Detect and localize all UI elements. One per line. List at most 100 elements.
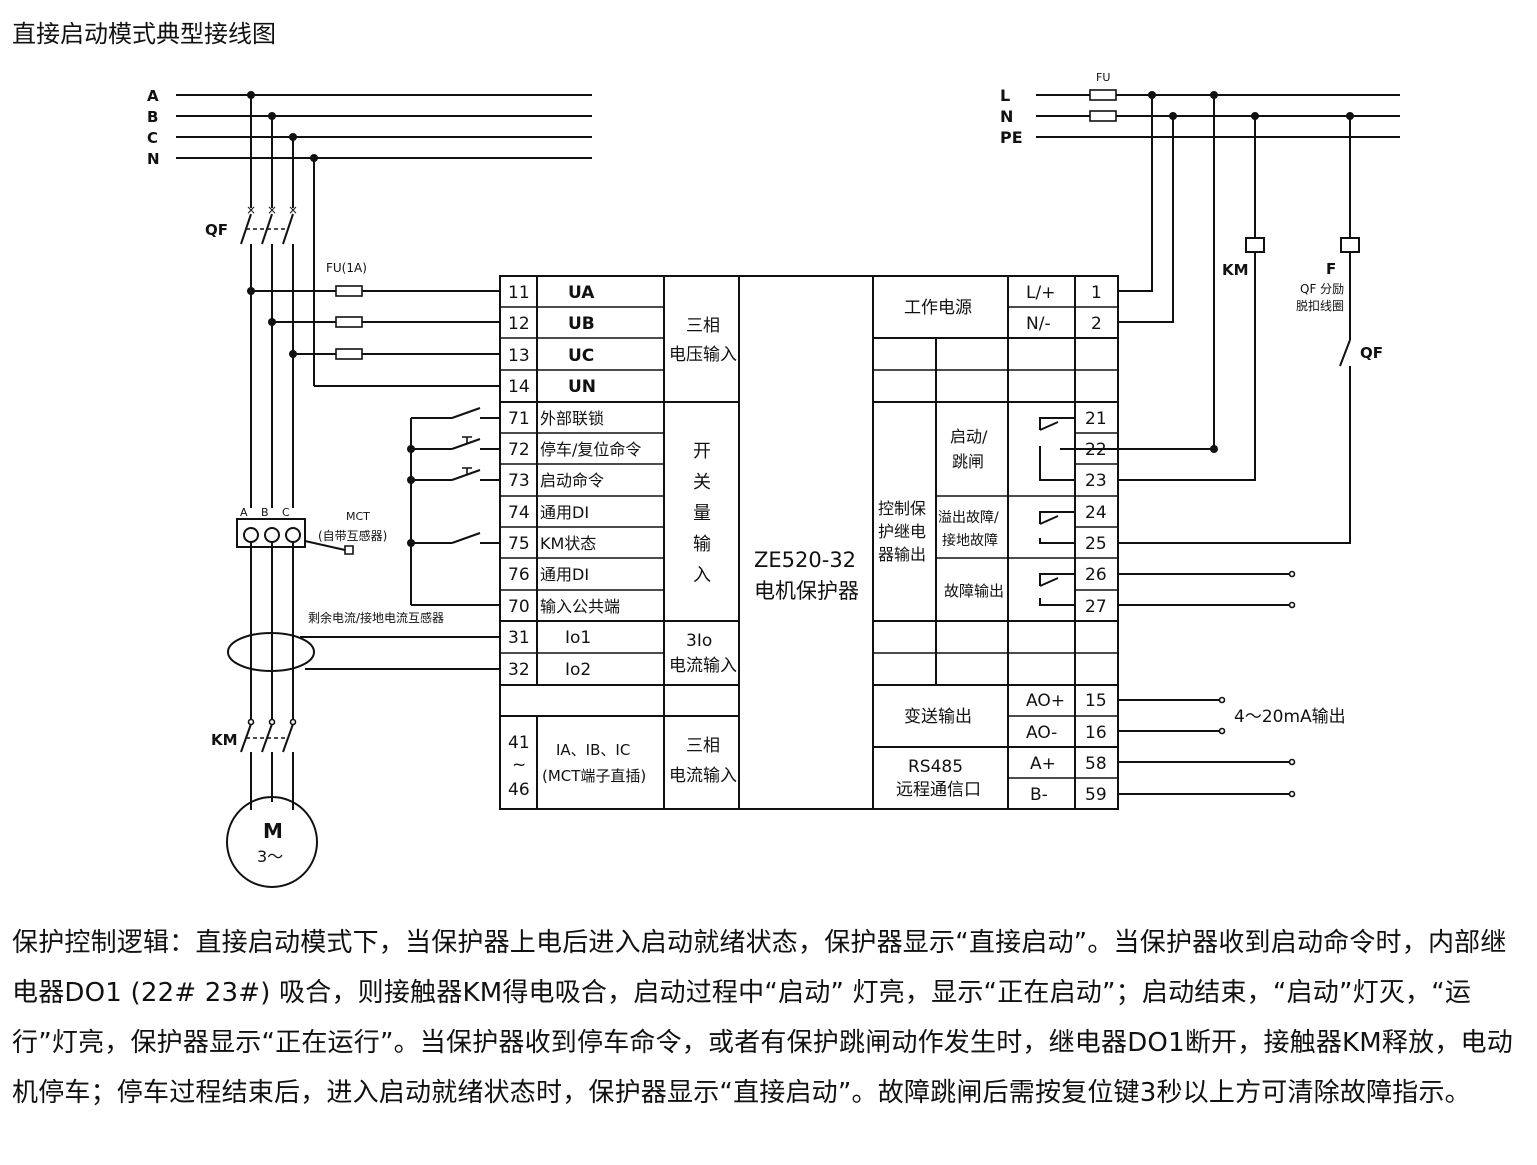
svg-text:B-: B- xyxy=(1030,785,1048,805)
svg-text:×: × xyxy=(288,203,298,217)
svg-text:KM状态: KM状态 xyxy=(540,534,596,553)
svg-text:电流输入: 电流输入 xyxy=(669,766,737,786)
mct-subtitle: (自带互感器) xyxy=(318,528,387,543)
mct-title: MCT xyxy=(346,510,370,523)
svg-text:Io2: Io2 xyxy=(565,660,591,680)
terminal-12: 12 xyxy=(508,314,530,334)
svg-text:停车/复位命令: 停车/复位命令 xyxy=(540,440,641,459)
svg-text:UA: UA xyxy=(568,283,595,303)
terminal-72: 72 xyxy=(508,440,530,460)
svg-text:(MCT端子直插): (MCT端子直插) xyxy=(542,767,646,785)
svg-text:RS485: RS485 xyxy=(908,757,963,777)
wiring-diagram: A B C N × × × QF xyxy=(147,71,1400,888)
svg-text:IA、IB、IC: IA、IB、IC xyxy=(556,741,630,759)
svg-text:AO+: AO+ xyxy=(1026,691,1065,711)
terminal-71: 71 xyxy=(508,409,530,429)
mct-sensor: A B C MCT (自带互感器) xyxy=(236,506,387,720)
protector-device xyxy=(499,275,1119,810)
phase-label-b: B xyxy=(147,108,158,126)
svg-text:输: 输 xyxy=(693,534,711,555)
svg-text:入: 入 xyxy=(693,565,711,586)
terminal-11: 11 xyxy=(508,283,530,303)
svg-text:变送输出: 变送输出 xyxy=(904,707,972,727)
svg-text:41: 41 xyxy=(508,733,530,753)
svg-text:N/-: N/- xyxy=(1026,314,1051,334)
left-groups: 三相 电压输入 开 关 量 输 入 3Io 电流输入 三相 电流输入 xyxy=(669,316,737,786)
svg-text:启动命令: 启动命令 xyxy=(540,471,604,490)
terminal-2: 2 xyxy=(1091,314,1102,334)
svg-text:UN: UN xyxy=(568,377,596,397)
terminal-14: 14 xyxy=(508,377,530,397)
left-terminals: 11 12 13 14 71 72 73 74 75 76 70 31 32 U… xyxy=(508,283,646,800)
svg-text:AO-: AO- xyxy=(1026,723,1057,743)
di-switches xyxy=(407,407,500,606)
svg-text:N: N xyxy=(1000,107,1013,126)
right-labels: L/+ N/- AO+ AO- A+ B- xyxy=(1026,283,1065,805)
terminal-25: 25 xyxy=(1085,534,1107,554)
phase-verticals: × × × xyxy=(240,95,315,508)
svg-text:×: × xyxy=(267,203,277,217)
terminal-23: 23 xyxy=(1085,471,1107,491)
svg-text:Io1: Io1 xyxy=(565,628,591,648)
device-model: ZE520-32 xyxy=(754,548,856,572)
svg-text:3～: 3～ xyxy=(257,847,283,866)
residual-ct-label: 剩余电流/接地电流互感器 xyxy=(308,610,444,625)
qf-contact-label: QF xyxy=(1360,344,1383,362)
motor: M 3～ xyxy=(226,796,318,888)
km-coil-label: KM xyxy=(1222,261,1249,279)
svg-text:电流输入: 电流输入 xyxy=(669,656,737,676)
svg-text:~: ~ xyxy=(512,755,526,775)
svg-text:3Io: 3Io xyxy=(686,631,712,651)
terminal-73: 73 xyxy=(508,471,530,491)
svg-text:UC: UC xyxy=(568,346,594,366)
svg-text:工作电源: 工作电源 xyxy=(904,298,972,318)
phase-bus: A B C N xyxy=(147,87,592,168)
ma-output-label: 4～20mA输出 xyxy=(1234,707,1346,727)
output-wires xyxy=(1118,570,1296,798)
svg-text:QF 分励: QF 分励 xyxy=(1300,282,1344,296)
svg-text:外部联锁: 外部联锁 xyxy=(540,409,604,428)
svg-text:远程通信口: 远程通信口 xyxy=(896,780,981,800)
terminal-1: 1 xyxy=(1091,283,1102,303)
fuse-top-label: FU xyxy=(1096,71,1110,84)
km-label: KM xyxy=(211,731,238,749)
terminal-58: 58 xyxy=(1085,754,1107,774)
terminal-24: 24 xyxy=(1085,503,1107,523)
svg-text:量: 量 xyxy=(693,503,711,524)
svg-text:器输出: 器输出 xyxy=(878,545,926,564)
svg-text:护继电: 护继电 xyxy=(878,522,926,541)
svg-text:三相: 三相 xyxy=(686,316,720,336)
terminal-32: 32 xyxy=(508,660,530,680)
svg-text:启动/: 启动/ xyxy=(950,427,988,446)
svg-text:A: A xyxy=(240,506,248,519)
phase-label-n: N xyxy=(147,150,160,168)
device-name: 电机保护器 xyxy=(754,579,859,603)
svg-text:开: 开 xyxy=(693,441,711,462)
terminal-70: 70 xyxy=(508,597,530,617)
qf-label: QF xyxy=(205,221,228,239)
svg-text:C: C xyxy=(282,506,290,519)
svg-text:溢出故障/: 溢出故障/ xyxy=(938,510,999,526)
svg-text:故障输出: 故障输出 xyxy=(944,582,1004,600)
svg-text:UB: UB xyxy=(568,314,595,334)
terminal-76: 76 xyxy=(508,565,530,585)
terminal-31: 31 xyxy=(508,628,530,648)
page-title: 直接启动模式典型接线图 xyxy=(12,20,276,48)
svg-text:通用DI: 通用DI xyxy=(540,503,589,522)
svg-text:三相: 三相 xyxy=(686,736,720,756)
terminal-26: 26 xyxy=(1085,565,1107,585)
svg-text:×: × xyxy=(246,203,256,217)
terminal-15: 15 xyxy=(1085,691,1107,711)
svg-text:L/+: L/+ xyxy=(1026,283,1055,303)
terminal-75: 75 xyxy=(508,534,530,554)
svg-text:PE: PE xyxy=(1000,128,1023,147)
phase-label-c: C xyxy=(147,129,158,147)
svg-text:L: L xyxy=(1000,86,1010,105)
right-groups: 工作电源 控制保 护继电 器输出 启动/ 跳闸 溢出故障/ 接地故障 故障输出 … xyxy=(878,298,1004,800)
f-coil-label: F xyxy=(1326,260,1336,278)
svg-text:脱扣线圈: 脱扣线圈 xyxy=(1296,298,1344,313)
svg-text:M: M xyxy=(263,819,283,843)
svg-text:接地故障: 接地故障 xyxy=(942,532,998,549)
power-bus: L N PE FU xyxy=(1000,71,1400,544)
km-contactor xyxy=(240,718,297,810)
